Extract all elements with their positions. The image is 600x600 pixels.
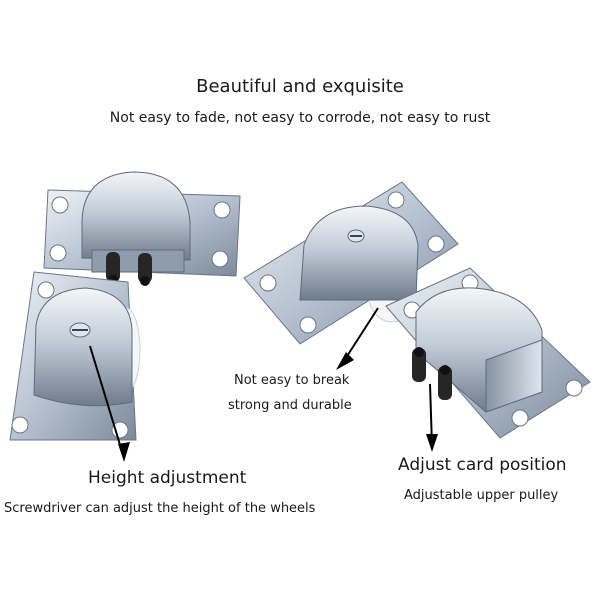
headline: Beautiful and exquisite (196, 76, 404, 97)
height-callout-desc: Screwdriver can adjust the height of the… (4, 501, 316, 516)
arrow-card (426, 383, 438, 452)
caster-top-left (43, 171, 241, 286)
height-callout-title: Height adjustment (88, 468, 247, 488)
caster-front-left (9, 271, 141, 441)
break-callout-title: Not easy to break (234, 373, 350, 388)
break-callout-desc: strong and durable (228, 398, 352, 413)
caster-top-right (243, 181, 459, 345)
arrow-break (336, 307, 379, 370)
card-callout-title: Adjust card position (398, 455, 567, 475)
subheadline: Not easy to fade, not easy to corrode, n… (109, 110, 491, 126)
caster-front-right (385, 267, 591, 439)
card-callout-desc: Adjustable upper pulley (404, 488, 559, 503)
arrow-height (89, 345, 130, 462)
